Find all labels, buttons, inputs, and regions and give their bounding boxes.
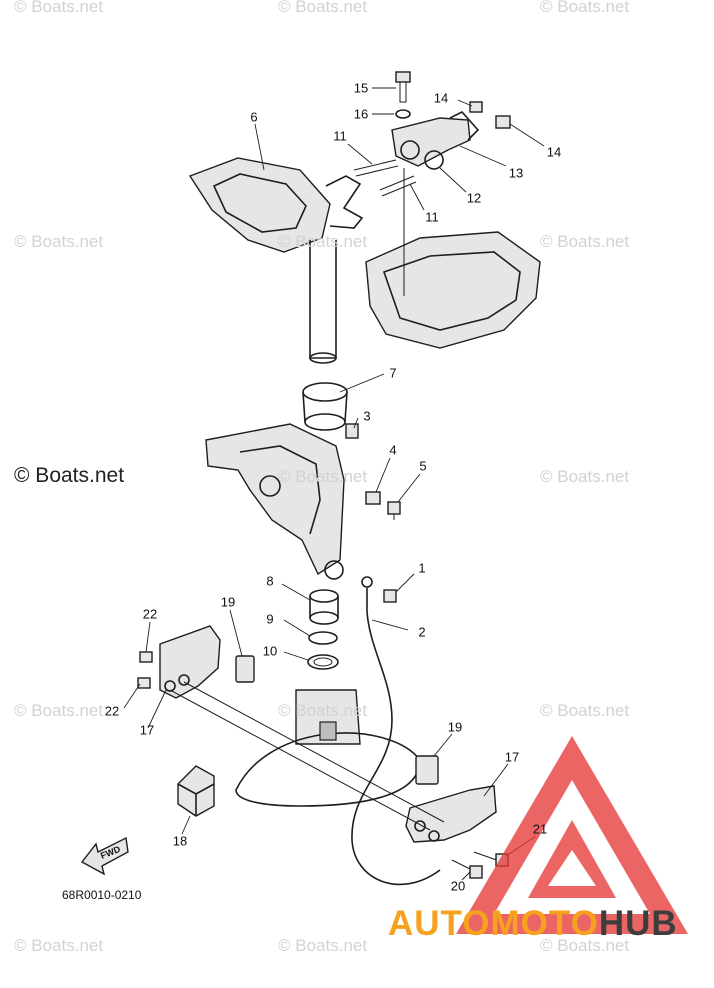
callout-22-upper: 22 bbox=[142, 606, 158, 622]
nut-22-upper bbox=[139, 651, 153, 663]
watermark-bottom-right: © Boats.net bbox=[540, 936, 630, 955]
mount-bracket-17-right bbox=[405, 785, 497, 843]
steering-bracket-6 bbox=[188, 157, 364, 364]
fwd-arrow-icon bbox=[80, 836, 129, 876]
callout-3: 3 bbox=[363, 408, 371, 424]
o-ring-9 bbox=[308, 631, 338, 645]
brand-part-2: HUB bbox=[598, 904, 678, 943]
watermark-bottom-center: © Boats.net bbox=[278, 936, 368, 955]
bolt-15 bbox=[395, 71, 411, 103]
watermark-row4-right: © Boats.net bbox=[540, 701, 630, 720]
cover-18 bbox=[177, 765, 215, 817]
bolt-5 bbox=[387, 501, 401, 520]
callout-15: 15 bbox=[353, 80, 369, 96]
watermark-row4-center: © Boats.net bbox=[278, 701, 368, 720]
automotohub-logo-icon bbox=[456, 736, 688, 934]
callout-10: 10 bbox=[262, 643, 278, 659]
callout-20: 20 bbox=[450, 878, 466, 894]
watermark-row2-left: © Boats.net bbox=[14, 232, 104, 251]
watermark-large: © Boats.net bbox=[14, 464, 125, 487]
diagram-reference-code: 68R0010-0210 bbox=[62, 888, 142, 902]
swivel-bracket bbox=[205, 423, 345, 580]
watermark-top-center: © Boats.net bbox=[278, 0, 368, 16]
watermark-row2-center: © Boats.net bbox=[278, 232, 368, 251]
upper-casing bbox=[235, 689, 421, 807]
callout-19-right: 19 bbox=[447, 719, 463, 735]
watermark-row3-right: © Boats.net bbox=[540, 467, 630, 486]
callout-5: 5 bbox=[419, 458, 427, 474]
bushing-7 bbox=[302, 382, 348, 431]
callout-1: 1 bbox=[418, 560, 426, 576]
automotohub-wordmark: AUTOMOTOHUB bbox=[388, 904, 678, 944]
callout-8: 8 bbox=[266, 573, 274, 589]
watermark-row3-center: © Boats.net bbox=[278, 467, 368, 486]
bolt-1 bbox=[383, 589, 397, 603]
mount-bracket-13 bbox=[391, 111, 480, 170]
callout-13: 13 bbox=[508, 165, 524, 181]
callout-11-upper: 11 bbox=[333, 128, 347, 144]
callout-4: 4 bbox=[389, 442, 397, 458]
rubber-mount-8 bbox=[309, 589, 339, 625]
damper-19-right bbox=[415, 755, 439, 785]
callout-22-lower: 22 bbox=[104, 703, 120, 719]
callout-7: 7 bbox=[389, 365, 397, 381]
ground-lead-2 bbox=[351, 576, 441, 886]
watermark-row4-left: © Boats.net bbox=[14, 701, 104, 720]
callout-14-right: 14 bbox=[546, 144, 562, 160]
leader-lines bbox=[123, 87, 545, 881]
plate-3 bbox=[345, 423, 359, 439]
damper-19-left bbox=[235, 655, 255, 683]
callout-19-left: 19 bbox=[220, 594, 236, 610]
seal-10 bbox=[307, 654, 339, 670]
callout-6: 6 bbox=[250, 109, 258, 125]
callout-9: 9 bbox=[266, 611, 274, 627]
callout-16: 16 bbox=[353, 106, 369, 122]
watermark-top-right: © Boats.net bbox=[540, 0, 630, 16]
stud-bolt-11-upper bbox=[353, 159, 399, 177]
callout-14-left: 14 bbox=[433, 90, 449, 106]
watermark-bottom-left: © Boats.net bbox=[14, 936, 104, 955]
callout-21: 21 bbox=[532, 821, 548, 837]
callout-18: 18 bbox=[172, 833, 188, 849]
nut-22-lower bbox=[137, 677, 151, 689]
callout-17-left: 17 bbox=[139, 722, 155, 738]
brand-part-1: AUTOMOTO bbox=[388, 904, 599, 943]
washer-16 bbox=[395, 109, 411, 119]
callout-12: 12 bbox=[466, 190, 482, 206]
through-rod bbox=[169, 681, 445, 831]
nut-14-right bbox=[495, 115, 511, 129]
callout-11-lower: 11 bbox=[425, 209, 439, 225]
nut-14-left bbox=[469, 101, 483, 113]
nut-4 bbox=[365, 491, 381, 505]
mount-bracket-17-left bbox=[159, 625, 221, 699]
watermark-row2-right: © Boats.net bbox=[540, 232, 630, 251]
exhaust-guide-housing bbox=[365, 168, 541, 349]
callout-17-right: 17 bbox=[504, 749, 520, 765]
watermark-top-left: © Boats.net bbox=[14, 0, 104, 16]
callout-2: 2 bbox=[418, 624, 426, 640]
